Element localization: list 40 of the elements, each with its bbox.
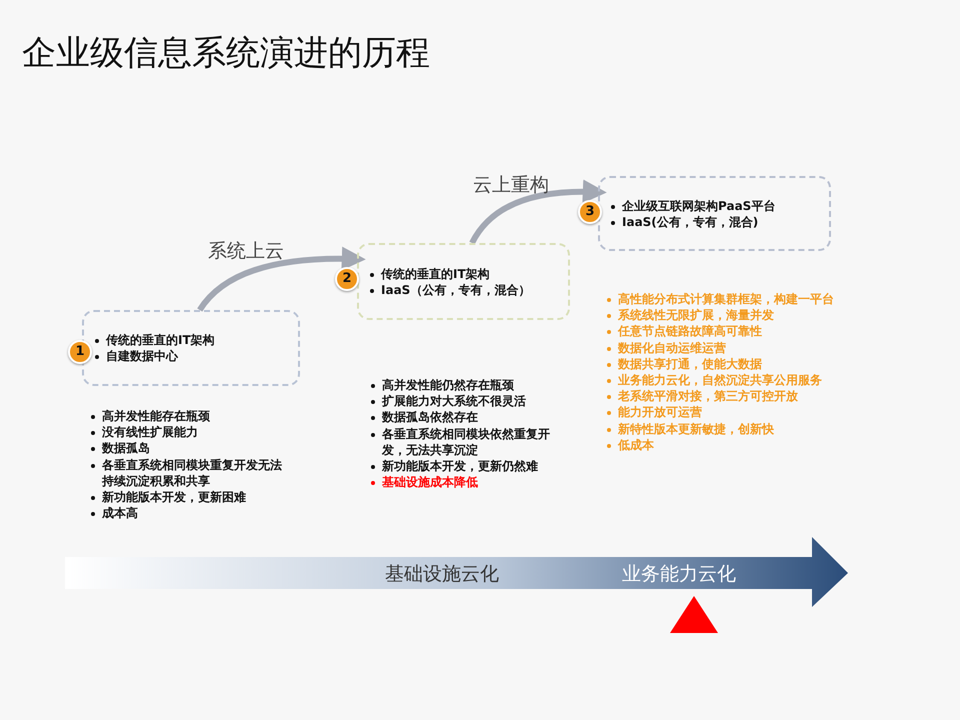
bullet-text: 各垂直系统相同模块依然重复开发，无法共享沉淀 — [382, 426, 550, 457]
bullet-text: 自建数据中心 — [106, 349, 178, 363]
curved-arrow — [197, 246, 366, 312]
bullet-text: 基础设施成本降低 — [382, 475, 478, 489]
bullet-text: 新功能版本开发，更新仍然难 — [382, 458, 538, 473]
bullet-text: 数据化自动运维运营 — [618, 340, 726, 355]
number-badge: 3 — [578, 200, 602, 224]
slide-title: 企业级信息系统演进的历程 — [22, 32, 430, 75]
bullet-text: 传统的垂直的IT架构 — [106, 333, 215, 347]
bullet-text: 新功能版本开发，更新困难 — [102, 490, 246, 504]
stage-box — [357, 243, 570, 320]
bullet-text: 高并发性能仍然存在瓶颈 — [382, 378, 514, 392]
bullet-text: IaaS(公有，专有，混合) — [622, 214, 758, 228]
bullet-text: 企业级互联网架构PaaS平台 — [622, 198, 776, 212]
edge-label: 云上重构 — [473, 173, 549, 198]
bullet-text: 没有线性扩展能力 — [102, 425, 198, 440]
number-badge: 2 — [335, 267, 359, 291]
bullet-text: 数据共享打通，使能大数据 — [618, 356, 762, 371]
bullet-text: 低成本 — [618, 438, 654, 452]
bullet-text: 扩展能力对大系统不很灵活 — [382, 394, 526, 408]
bullet-text: 老系统平滑对接，第三方可控开放 — [618, 389, 798, 404]
stage-box — [598, 176, 831, 251]
edge-label: 系统上云 — [208, 239, 284, 264]
bullet-text: 业务能力云化，自然沉淀共享公用服务 — [618, 373, 822, 387]
bullet-text: 高并发性能存在瓶颈 — [102, 409, 210, 423]
bullet-text: 能力开放可运营 — [618, 405, 702, 420]
bullet-text: 各垂直系统相同模块重复开发无法持续沉淀积累和共享 — [102, 458, 282, 488]
bullet-text: 数据孤岛 — [102, 441, 150, 456]
bullet-text: 任意节点链路故障高可靠性 — [618, 324, 762, 338]
bullet-text: IaaS（公有，专有，混合） — [381, 282, 530, 296]
bullet-text: 系统线性无限扩展，海量并发 — [618, 308, 774, 322]
bullet-text: 成本高 — [102, 506, 138, 520]
curved-arrow — [469, 180, 607, 244]
bullet-text: 传统的垂直的IT架构 — [381, 266, 490, 280]
bullet-text: 高性能分布式计算集群框架，构建一平台 — [618, 292, 834, 306]
arrow-text: 基础设施云化 — [385, 562, 499, 587]
number-badge: 1 — [68, 340, 92, 364]
arrow-text: 业务能力云化 — [622, 562, 736, 587]
bullet-text: 新特性版本更新敏捷，创新快 — [618, 422, 774, 436]
bullet-text: 数据孤岛依然存在 — [382, 410, 478, 424]
